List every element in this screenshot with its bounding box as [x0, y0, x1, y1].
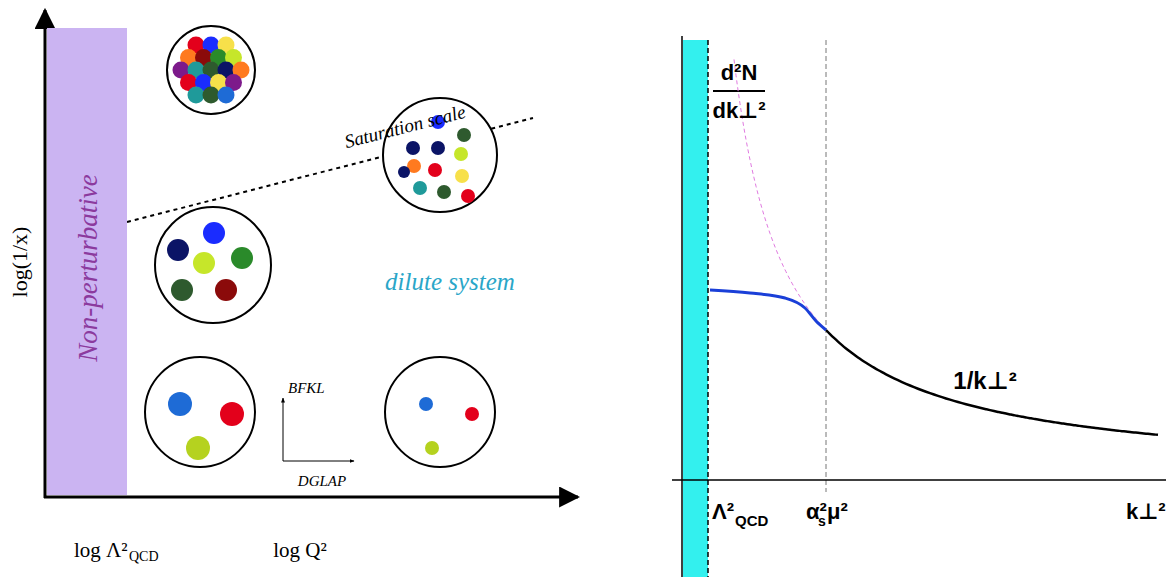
parton-circle	[155, 207, 271, 323]
power-law-curve	[826, 330, 1158, 435]
x-axis-right	[672, 479, 1166, 481]
y-axis-right	[681, 36, 683, 577]
evolution-label: BFKL	[288, 380, 325, 397]
circle-outline	[155, 207, 271, 323]
axis-label: dk⊥²	[712, 98, 765, 124]
parton-circle	[385, 357, 495, 467]
axis-label: log Λ²	[74, 538, 128, 563]
parton-dot	[168, 392, 192, 416]
parton-dot	[215, 279, 237, 301]
tick-label: μ²	[827, 499, 848, 525]
parton-dot	[171, 279, 193, 301]
parton-dot	[203, 222, 225, 244]
evolution-label: DGLAP	[298, 473, 346, 490]
curve-label: 1/k⊥²	[953, 367, 1016, 395]
axis-label: d²N	[721, 60, 758, 86]
region-label: dilute system	[385, 268, 515, 296]
parton-dot	[431, 141, 445, 155]
parton-dot	[398, 166, 410, 178]
non-perturbative-band: Non-perturbative	[47, 28, 127, 495]
region-fill	[127, 118, 533, 497]
parton-dot	[203, 87, 220, 104]
parton-dot	[457, 128, 471, 142]
nonperturbative-band	[683, 40, 708, 577]
parton-dot	[465, 407, 479, 421]
spectrum-curves	[710, 59, 1158, 434]
parton-circles	[145, 26, 497, 467]
parton-dot	[231, 247, 253, 269]
axis-label: k⊥²	[1126, 499, 1166, 525]
parton-dot	[454, 147, 468, 161]
parton-circle	[145, 357, 255, 467]
parton-dot	[220, 402, 244, 426]
region-shape	[127, 118, 533, 497]
axis-label: log(1/x)	[7, 227, 33, 298]
parton-dot	[425, 441, 439, 455]
fraction-bar	[713, 90, 765, 92]
parton-dot	[186, 436, 210, 460]
tick-label-subscript: s	[818, 513, 826, 529]
lambda-line	[707, 40, 709, 577]
parton-dot	[218, 87, 235, 104]
circle-outline	[167, 26, 255, 114]
parton-dot	[413, 181, 427, 195]
tick-label-subscript: QCD	[735, 512, 768, 529]
circle-outline	[145, 357, 255, 467]
axis-label-subscript: QCD	[129, 549, 159, 565]
parton-circle	[167, 26, 255, 114]
tick-label: Λ²	[712, 499, 734, 525]
bfkl-arrow	[283, 398, 284, 461]
parton-dot	[437, 185, 451, 199]
saturation-k-line	[826, 40, 827, 492]
parton-dot	[193, 252, 215, 274]
saturated-curve	[710, 290, 826, 330]
circle-outline	[385, 357, 495, 467]
dglap-arrow	[283, 461, 354, 462]
parton-dot	[455, 169, 469, 183]
axis-label: log Q²	[273, 538, 327, 563]
parton-dot	[461, 189, 475, 203]
parton-dot	[406, 141, 420, 155]
parton-dot	[419, 397, 433, 411]
x-axis	[44, 496, 578, 499]
dilute-region: dilute system	[127, 118, 533, 497]
region-label: Non-perturbative	[73, 174, 104, 361]
parton-dot	[167, 239, 189, 261]
parton-dot	[188, 87, 205, 104]
parton-dot	[428, 163, 442, 177]
